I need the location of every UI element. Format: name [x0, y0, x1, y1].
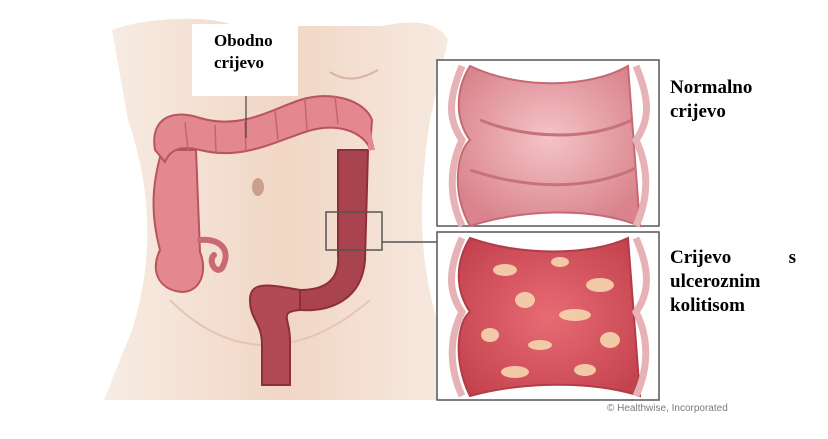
normal-colon-panel — [437, 60, 659, 226]
uc-label-word-2: s — [789, 246, 796, 270]
normal-label-line-1: Normalno — [670, 76, 752, 100]
uc-label-line-1: Crijevo s — [670, 246, 796, 270]
ulcerative-colitis-panel — [437, 232, 659, 400]
ulcerative-colitis-label: Crijevo s ulceroznim kolitisom — [670, 246, 796, 318]
colon-label-line-1: Obodno — [214, 30, 298, 52]
navel — [252, 178, 264, 196]
colon-label: Obodno crijevo — [192, 24, 298, 96]
copyright-credit: © Healthwise, Incorporated — [607, 403, 728, 414]
colon-label-line-2: crijevo — [214, 52, 298, 74]
uc-label-line-2: ulceroznim — [670, 270, 796, 294]
normal-colon-label: Normalno crijevo — [670, 76, 752, 124]
uc-label-line-3: kolitisom — [670, 294, 796, 318]
uc-label-word-1: Crijevo — [670, 246, 731, 270]
normal-label-line-2: crijevo — [670, 100, 752, 124]
